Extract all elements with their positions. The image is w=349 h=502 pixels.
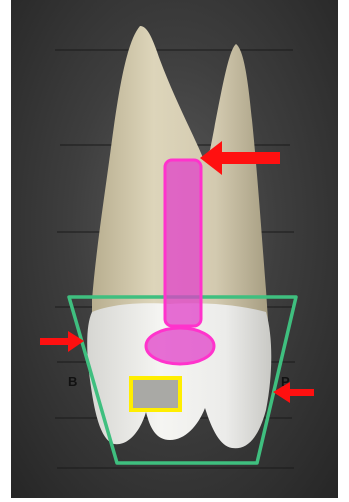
red-arrow-right-icon: [40, 331, 84, 352]
red-arrow-left-icon: [273, 382, 314, 403]
root-canal-highlight: [165, 160, 201, 326]
yellow-box-outline: [131, 378, 180, 410]
pulp-chamber-highlight: [146, 328, 214, 364]
palatal-label: P: [281, 374, 290, 389]
buccal-label: B: [68, 374, 77, 389]
